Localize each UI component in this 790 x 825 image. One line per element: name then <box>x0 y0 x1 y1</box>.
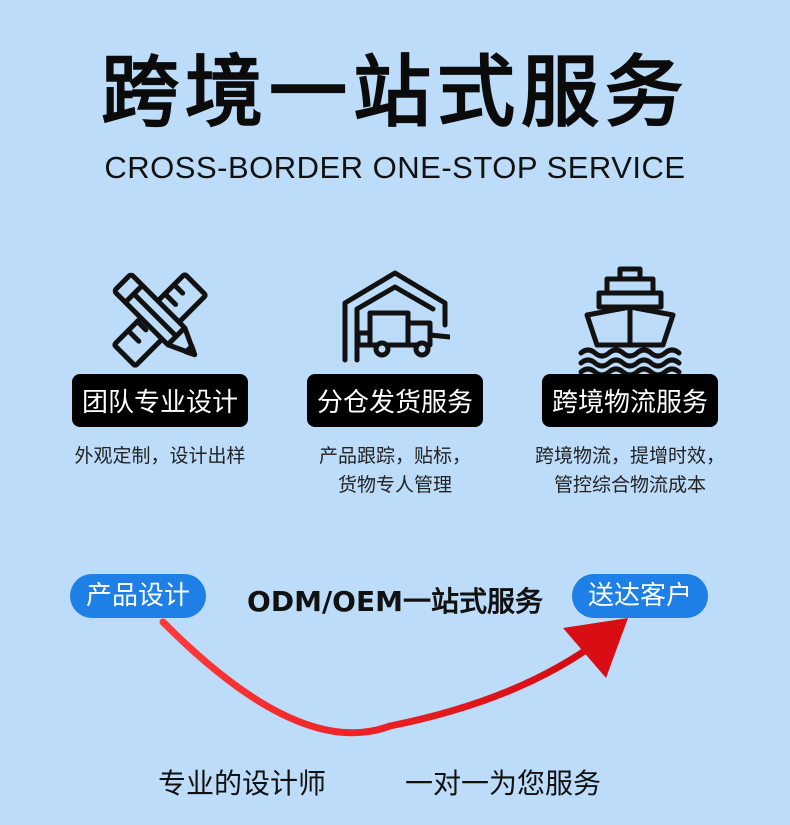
feature-design-desc: 外观定制，设计出样 <box>74 445 246 467</box>
page-title: 跨境一站式服务 <box>100 48 689 138</box>
footer-right-text: 一对一为您服务 <box>405 767 602 800</box>
ship-icon <box>578 266 682 375</box>
feature-design: 团队专业设计 外观定制，设计出样 <box>45 265 275 467</box>
footer-left-text: 专业的设计师 <box>158 767 327 800</box>
odm-oem-text: ODM/OEM一站式服务 <box>247 585 543 618</box>
product-design-badge: 产品设计 <box>70 574 206 618</box>
feature-warehouse-desc: 产品跟踪，贴标， 货物专人管理 <box>318 445 471 496</box>
deliver-customer-badge: 送达客户 <box>572 574 708 618</box>
ruler-pencil-icon <box>112 272 208 368</box>
feature-warehouse: 分仓发货服务 产品跟踪，贴标， 货物专人管理 <box>280 265 510 496</box>
warehouse-truck-icon <box>342 270 450 363</box>
feature-logistics-desc: 跨境物流，提增时效， 管控综合物流成本 <box>534 445 725 496</box>
feature-design-label: 团队专业设计 <box>71 374 249 427</box>
feature-warehouse-label: 分仓发货服务 <box>306 374 484 427</box>
feature-logistics-label: 跨境物流服务 <box>541 374 719 427</box>
feature-logistics: 跨境物流服务 跨境物流，提增时效， 管控综合物流成本 <box>515 265 745 496</box>
page-subtitle: CROSS-BORDER ONE-STOP SERVICE <box>104 150 686 185</box>
